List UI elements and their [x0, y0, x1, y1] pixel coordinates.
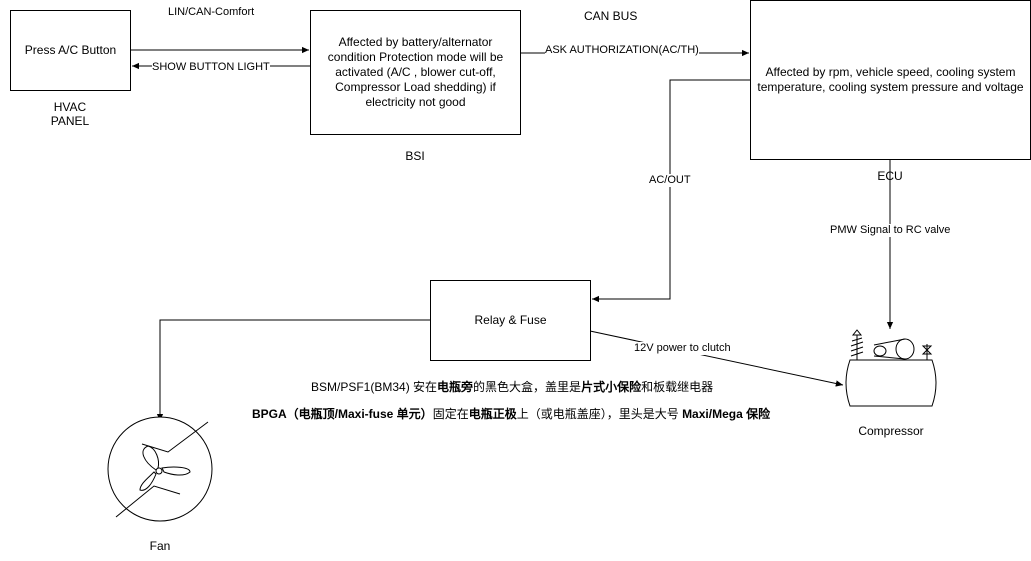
- relay-to-compressor-arrow: [589, 330, 844, 387]
- bpga-note-bold3: Maxi/Mega 保险: [682, 407, 771, 421]
- ecu-to-relay-arrow: [592, 79, 750, 303]
- hvac-caption-line2: PANEL: [50, 114, 90, 128]
- relay-fuse-box[interactable]: Relay & Fuse: [430, 280, 591, 361]
- bsi-box-text: Affected by battery/alternator condition…: [327, 35, 504, 109]
- bsi-caption: BSI: [405, 149, 425, 163]
- bpga-note-part2: 上（或电瓶盖座），里头是大号: [516, 407, 683, 421]
- bpga-note-bold2: 电瓶正极: [468, 407, 517, 421]
- ecu-box[interactable]: Affected by rpm, vehicle speed, cooling …: [750, 0, 1031, 160]
- bsm-note: BSM/PSF1(BM34) 安在电瓶旁的黑色大盒，盖里是片式小保险和板载继电器: [311, 380, 713, 394]
- bsm-note-part3: 和板载继电器: [641, 380, 714, 394]
- bpga-note: BPGA（电瓶顶/Maxi-fuse 单元）固定在电瓶正极上（或电瓶盖座），里头…: [252, 407, 770, 421]
- hvac-panel-box[interactable]: Press A/C Button: [10, 10, 131, 91]
- hvac-panel-caption: HVAC PANEL: [40, 100, 100, 128]
- hvac-caption-line1: HVAC: [53, 100, 87, 114]
- lin-can-comfort-label: LIN/CAN-Comfort: [168, 6, 255, 19]
- fan-caption: Fan: [149, 539, 171, 553]
- power-to-clutch-label: 12V power to clutch: [634, 342, 731, 355]
- bpga-note-part1: 固定在: [432, 407, 469, 421]
- compressor-caption: Compressor: [858, 424, 924, 438]
- ecu-caption: ECU: [877, 169, 903, 183]
- show-button-light-label: SHOW BUTTON LIGHT: [152, 61, 270, 74]
- can-bus-label: CAN BUS: [584, 9, 638, 23]
- fan-icon: [107, 416, 213, 522]
- ask-authorization-label: ASK AUTHORIZATION(AC/TH): [545, 44, 699, 57]
- bsi-box[interactable]: Affected by battery/alternator condition…: [310, 10, 521, 135]
- bsm-note-part2: 的黑色大盒，盖里是: [473, 380, 582, 394]
- compressor-icon: [845, 329, 937, 407]
- relay-fuse-box-text: Relay & Fuse: [474, 313, 547, 327]
- hvac-panel-box-text: Press A/C Button: [24, 43, 117, 57]
- ecu-box-text: Affected by rpm, vehicle speed, cooling …: [757, 65, 1024, 94]
- bsm-note-part1: BSM/PSF1(BM34) 安在: [311, 380, 438, 394]
- bpga-note-bold1: BPGA（电瓶顶/Maxi-fuse 单元）: [252, 407, 433, 421]
- bsm-note-bold1: 电瓶旁: [437, 380, 474, 394]
- ac-out-label: AC/OUT: [649, 174, 691, 187]
- bsm-note-bold2: 片式小保险: [581, 380, 642, 394]
- pmw-signal-label: PMW Signal to RC valve: [830, 224, 951, 237]
- relay-to-fan-arrow: [156, 319, 430, 421]
